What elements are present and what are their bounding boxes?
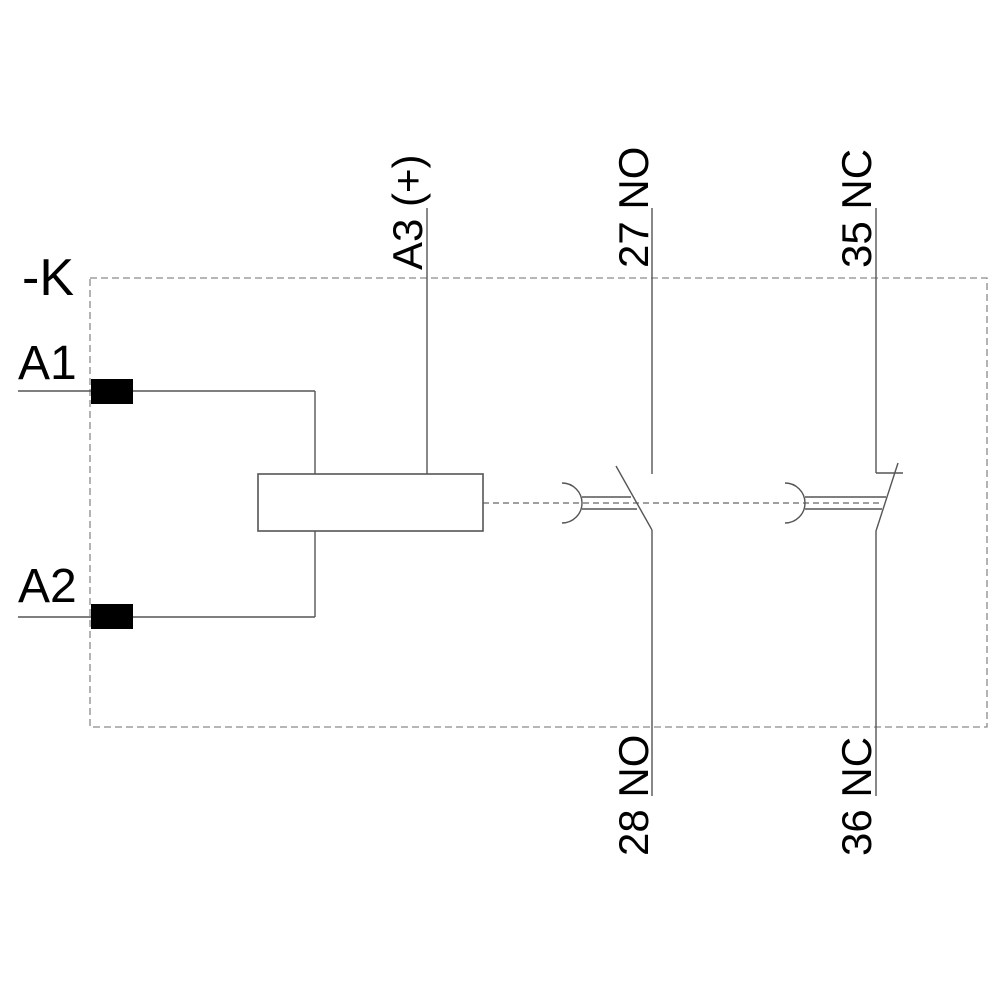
wires-group xyxy=(18,208,903,796)
actuator-arc-nc xyxy=(784,482,806,524)
terminal-blocks-group xyxy=(91,379,133,629)
device-label: -K xyxy=(22,249,74,307)
device-boundary-outline xyxy=(89,277,988,728)
terminal-label-a2: A2 xyxy=(18,560,77,613)
device-boundary-group xyxy=(89,277,988,728)
terminal-label-28-no: 28 NO xyxy=(610,735,657,856)
terminal-block-a2 xyxy=(91,604,133,629)
coil-symbol xyxy=(257,473,484,532)
terminal-label-27-no: 27 NO xyxy=(610,147,657,268)
actuator-arc-no xyxy=(561,482,583,524)
terminal-label-a1: A1 xyxy=(18,337,77,390)
contact-nc-blade xyxy=(875,462,899,532)
terminal-block-a1 xyxy=(91,379,133,404)
terminal-label-36-nc: 36 NC xyxy=(833,737,880,856)
terminal-label-35-nc: 35 NC xyxy=(833,149,880,268)
contact-no-blade xyxy=(615,465,653,531)
terminal-label-a3: A3 (+) xyxy=(384,154,431,270)
labels-group: -K A1 A2 A3 (+) 27 NO 35 NC 28 NO 36 NC xyxy=(18,147,880,856)
